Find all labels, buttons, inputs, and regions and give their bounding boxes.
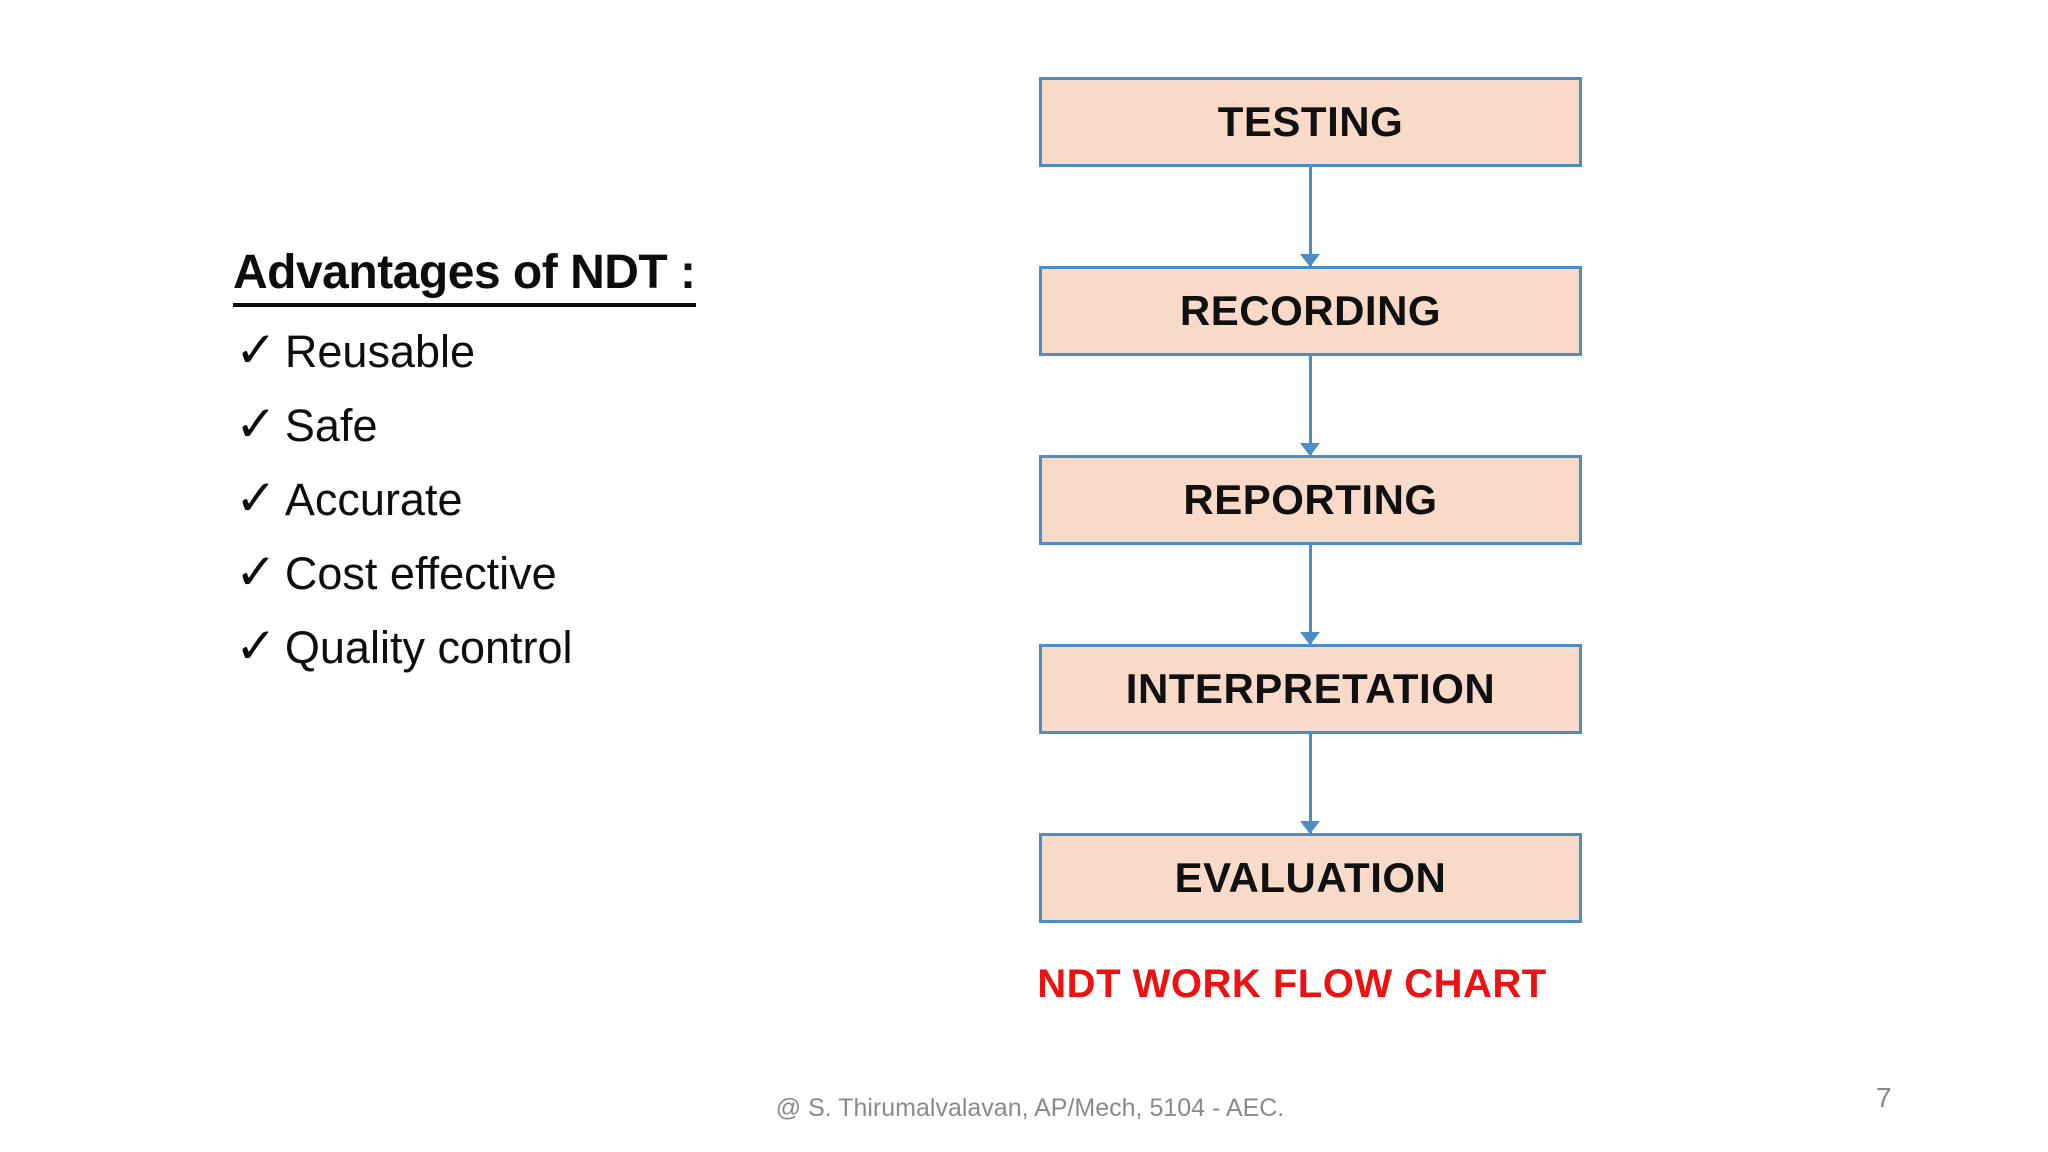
list-item: ✓ Reusable <box>235 315 573 389</box>
advantage-label: Safe <box>284 400 378 451</box>
flowchart-caption: NDT WORK FLOW CHART <box>1037 962 1547 1006</box>
flow-step-evaluation: EVALUATION <box>1039 833 1582 923</box>
advantage-label: Cost effective <box>284 548 557 599</box>
flow-arrow-down-icon <box>1309 545 1312 644</box>
list-item: ✓ Accurate <box>235 463 573 537</box>
flow-step-testing: TESTING <box>1039 77 1582 167</box>
advantage-label: Quality control <box>284 622 573 673</box>
flow-step-interpretation: INTERPRETATION <box>1039 644 1582 734</box>
checkmark-icon: ✓ <box>235 544 277 600</box>
flow-arrow-down-icon <box>1309 167 1312 266</box>
flow-step-recording: RECORDING <box>1039 266 1582 356</box>
checkmark-icon: ✓ <box>235 618 277 674</box>
flow-arrow-down-icon <box>1309 356 1312 455</box>
page-number: 7 <box>1876 1082 1892 1113</box>
advantage-label: Accurate <box>284 474 463 525</box>
list-item: ✓ Cost effective <box>235 537 573 611</box>
advantages-section: Advantages of NDT : ✓ Reusable ✓ Safe ✓ … <box>233 247 853 673</box>
checkmark-icon: ✓ <box>235 322 277 378</box>
flow-arrow-down-icon <box>1309 734 1312 833</box>
advantages-heading: Advantages of NDT : <box>233 247 696 308</box>
advantage-label: Reusable <box>284 326 476 377</box>
checkmark-icon: ✓ <box>235 396 277 452</box>
advantages-list: ✓ Reusable ✓ Safe ✓ Accurate ✓ Cost effe… <box>235 315 573 685</box>
list-item: ✓ Quality control <box>235 611 573 685</box>
footer-credit: @ S. Thirumalvalavan, AP/Mech, 5104 - AE… <box>775 1094 1285 1122</box>
flow-step-reporting: REPORTING <box>1039 455 1582 545</box>
list-item: ✓ Safe <box>235 389 573 463</box>
checkmark-icon: ✓ <box>235 470 277 526</box>
